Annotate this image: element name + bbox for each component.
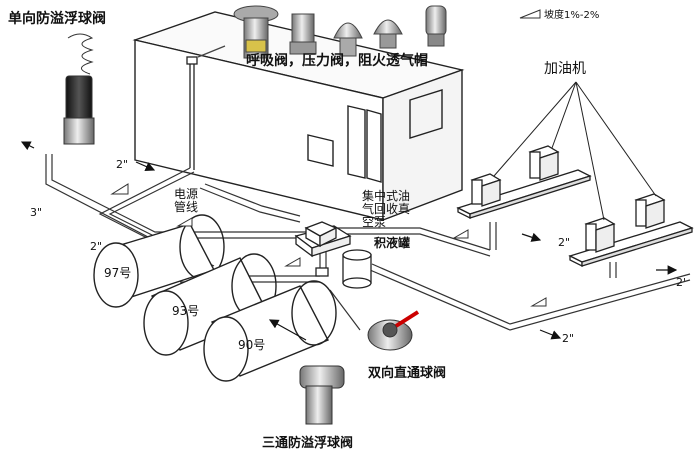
- vapor-pump-label: 集中式油 气回收真 空泵: [362, 189, 411, 229]
- building: [132, 11, 465, 222]
- vent-pipe: [186, 45, 226, 170]
- tank-90: [203, 280, 337, 382]
- breather-valves-label: 呼吸阀，压力阀，阻火透气帽: [246, 53, 428, 69]
- breather-valve-photos: [233, 5, 447, 59]
- tank-97-label: 97号: [104, 266, 132, 280]
- pipe-size-e: 2': [676, 276, 687, 289]
- ball-valve-label: 双向直通球阀: [368, 366, 447, 381]
- tee-valve-photo: [299, 365, 345, 425]
- liquid-tank-label: 积液罐: [374, 236, 411, 250]
- one-way-valve-label: 单向防溢浮球阀: [8, 11, 106, 27]
- slope-label: 坡度1%-2%: [544, 10, 600, 21]
- pipes: [45, 154, 691, 331]
- tee-valve-label: 三通防溢浮球阀: [262, 436, 354, 451]
- tank-93: [143, 253, 277, 356]
- dispenser-island-1: [456, 145, 592, 220]
- tank-90-label: 90号: [238, 338, 266, 352]
- flow-arrows: [20, 141, 678, 341]
- tank-97: [93, 214, 225, 308]
- one-way-valve-photo: [63, 33, 95, 145]
- slope-triangles: [110, 9, 547, 307]
- pipe-size-f: 2": [562, 332, 575, 345]
- tank-93-label: 93号: [172, 304, 200, 318]
- pipe-size-b: 3": [30, 206, 43, 219]
- vacuum-pump: [294, 221, 352, 258]
- liquid-tank: [315, 249, 372, 289]
- pipe-size-d: 2": [558, 236, 571, 249]
- power-conduit-label: 电源 管线: [174, 187, 199, 214]
- pipe-size-c: 2": [90, 240, 103, 253]
- dispenser-label: 加油机: [544, 61, 586, 77]
- ball-valve-photo: [367, 310, 420, 351]
- dispenser-island-2: [568, 193, 694, 268]
- pipe-size-a: 2": [116, 158, 129, 171]
- dispenser-pointers: [493, 81, 657, 221]
